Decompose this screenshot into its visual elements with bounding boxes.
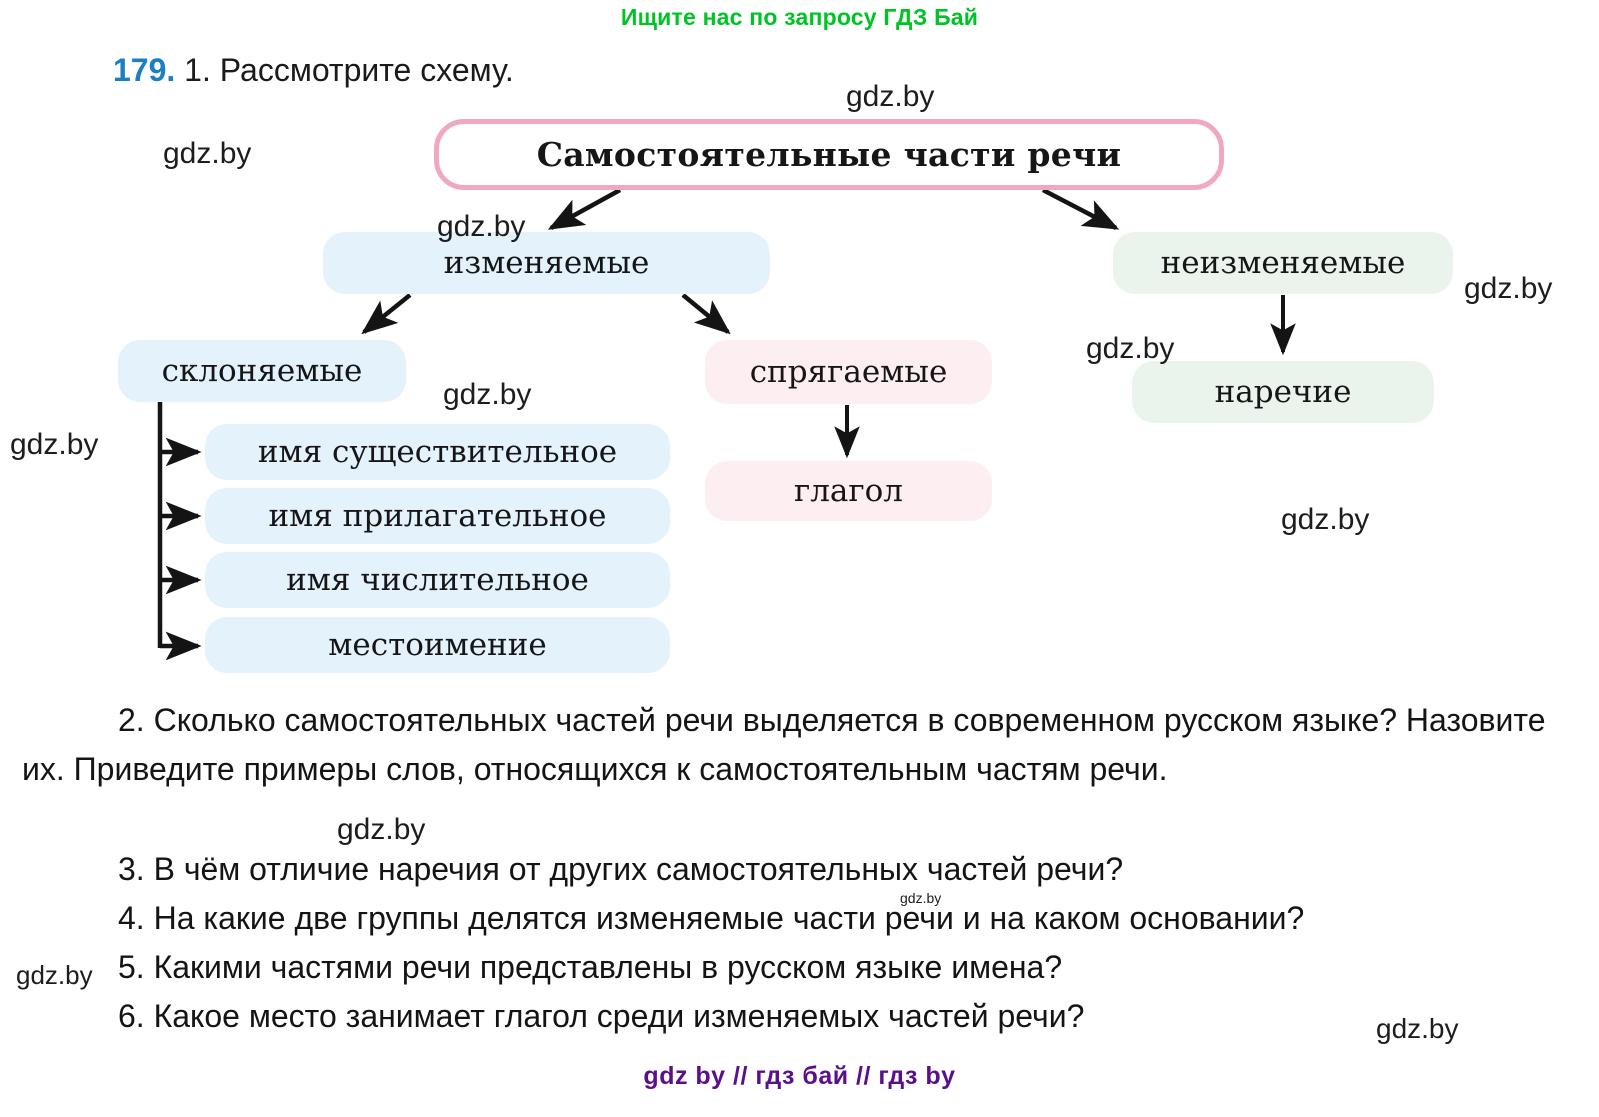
node-sklonyaemye-label: склоняемые [161, 353, 363, 389]
node-izmenyaemye-label: изменяемые [443, 245, 650, 281]
node-glagol-label: глагол [793, 473, 903, 509]
question-5: 5. Какими частями речи представлены в ру… [118, 949, 1063, 985]
question-2: 2. Сколько самостоятельных частей речи в… [22, 702, 1546, 787]
node-narechie: наречие [1132, 361, 1434, 423]
watermark-gdz-8: gdz.by [337, 813, 426, 846]
node-neizmenyaemye-label: неизменяемые [1160, 245, 1406, 281]
node-spryagaemye-label: спрягаемые [749, 354, 948, 390]
watermark-gdz-6: gdz.by [10, 428, 99, 461]
node-narechie-label: наречие [1214, 374, 1352, 410]
page-title: 179. 1. Рассмотрите схему. [113, 52, 514, 89]
node-neizmenyaemye: неизменяемые [1113, 232, 1453, 294]
node-izmenyaemye: изменяемые [323, 232, 770, 294]
parts-of-speech-diagram: Самостоятельные части речи изменяемые не… [118, 119, 1453, 673]
watermark-gdz-7: gdz.by [1281, 503, 1370, 536]
node-imya-sushchestvitelnoe: имя существительное [205, 424, 670, 480]
watermark-gdz-5: gdz.by [443, 378, 532, 411]
exercise-task-label: 1. Рассмотрите схему. [184, 52, 514, 88]
exercise-number: 179. [113, 52, 176, 88]
question-6: 6. Какое место занимает глагол среди изм… [118, 998, 1085, 1034]
site-footer: gdz by // гдз бай // гдз by [643, 1062, 956, 1090]
node-sklonyaemye: склоняемые [118, 340, 406, 402]
node-spryagaemye: спрягаемые [705, 340, 992, 404]
node-imya-chislitelnoe-label: имя числительное [286, 562, 589, 598]
watermark-gdz-0: gdz.by [163, 137, 252, 170]
node-imya-chislitelnoe: имя числительное [205, 552, 670, 608]
watermark-gdz-1: gdz.by [846, 80, 935, 113]
watermark-gdz-9: gdz.by [900, 890, 942, 906]
node-mestoimenie: местоимение [205, 617, 670, 673]
node-glagol: глагол [705, 461, 992, 521]
node-mestoimenie-label: местоимение [328, 627, 547, 663]
watermark-gdz-3: gdz.by [1464, 272, 1553, 305]
node-imya-prilagatelnoe: имя прилагательное [205, 488, 670, 544]
node-imya-prilagatelnoe-label: имя прилагательное [268, 498, 607, 534]
watermark-gdz-4: gdz.by [1086, 332, 1175, 365]
node-root-label: Самостоятельные части речи [536, 135, 1122, 174]
watermark-gdz-10: gdz.by [16, 960, 93, 990]
watermark-gdz-2: gdz.by [437, 210, 526, 243]
watermark-gdz-11: gdz.by [1376, 1013, 1459, 1044]
promo-banner: Ищите нас по запросу ГДЗ Бай [620, 4, 979, 30]
question-3: 3. В чём отличие наречия от других самос… [118, 851, 1124, 887]
node-imya-sushchestvitelnoe-label: имя существительное [257, 434, 618, 470]
node-root: Самостоятельные части речи [434, 119, 1224, 190]
question-4: 4. На какие две группы делятся изменяемы… [118, 900, 1305, 936]
